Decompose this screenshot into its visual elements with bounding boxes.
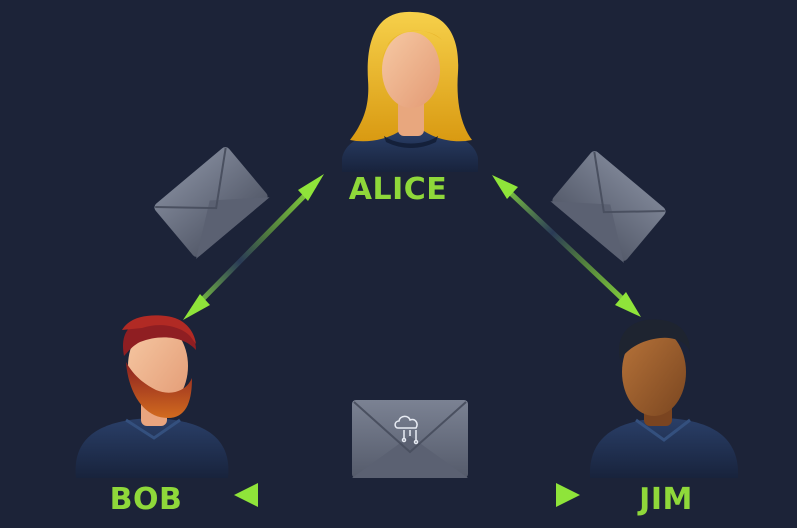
alice-avatar xyxy=(342,11,478,172)
bob-label: BOB xyxy=(109,482,183,517)
bob-avatar xyxy=(75,315,229,478)
envelope-icon xyxy=(352,400,468,478)
arrow-bob-jim xyxy=(234,483,580,507)
envelope-icon xyxy=(154,147,270,259)
cloud-data-icon xyxy=(394,415,419,445)
arrow-alice-bob xyxy=(183,174,324,320)
jim-label: JIM xyxy=(639,482,693,517)
jim-avatar xyxy=(589,319,739,478)
arrow-alice-jim xyxy=(492,175,641,317)
alice-label: ALICE xyxy=(348,172,448,207)
